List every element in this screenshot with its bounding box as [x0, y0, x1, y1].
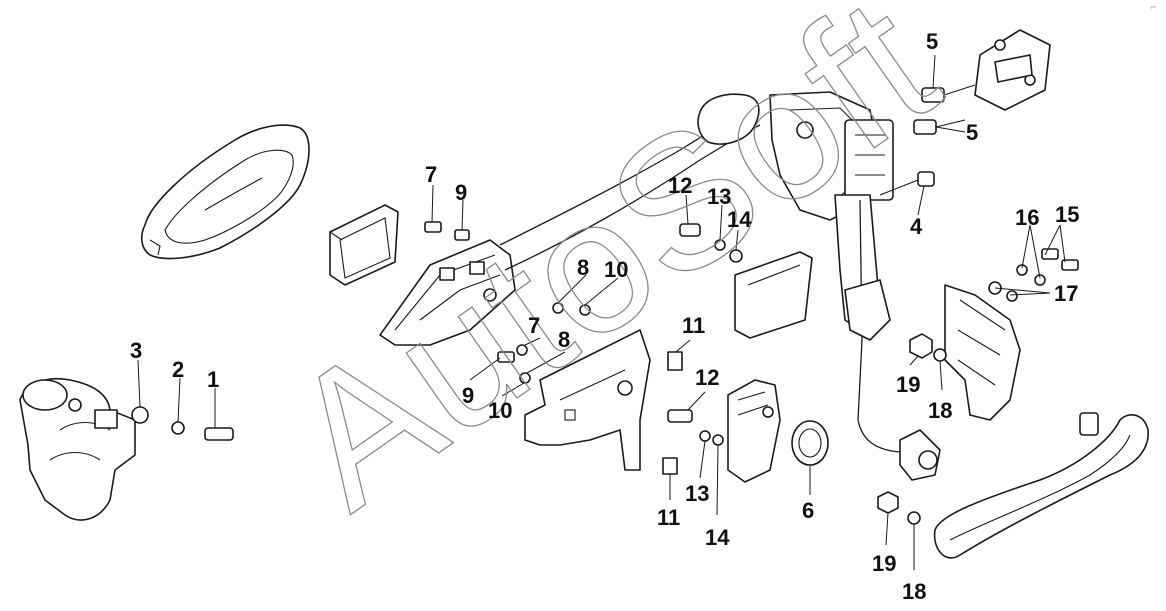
callout-6: 6 — [802, 498, 814, 523]
washer-18-upper — [933, 348, 947, 362]
callout-19-lower: 19 — [872, 551, 896, 576]
lock-actuator — [727, 379, 781, 483]
lock-cylinder — [19, 378, 136, 521]
inner-handle-bezel — [140, 124, 310, 260]
callout-16: 16 — [1015, 205, 1039, 230]
striker-plate — [974, 29, 1051, 111]
callout-10-lower: 10 — [488, 398, 512, 423]
callout-11-upper: 11 — [682, 313, 705, 338]
washer-8-10-lower — [516, 344, 531, 384]
callout-7-lower: 7 — [528, 313, 540, 338]
callout-18-upper: 18 — [928, 398, 952, 423]
callout-18-lower: 18 — [902, 579, 926, 604]
clip-11-lower — [662, 457, 678, 475]
nut-19-lower — [877, 491, 899, 514]
screw-7-upper — [424, 221, 442, 233]
grommet — [791, 420, 829, 466]
callout-9-upper: 9 — [455, 180, 467, 205]
callout-9-lower: 9 — [462, 383, 474, 408]
screw-15-16 — [1016, 248, 1079, 286]
callout-7-upper: 7 — [425, 162, 437, 187]
callout-5-upper: 5 — [926, 29, 938, 54]
screw-12-lower — [667, 409, 724, 446]
outside-handle-bracket — [844, 279, 941, 481]
callout-5-lower: 5 — [966, 120, 978, 145]
pin-1 — [204, 427, 234, 441]
inner-handle-mechanism — [379, 239, 516, 346]
inner-handle-insert — [329, 204, 399, 286]
callout-13-upper: 13 — [707, 184, 731, 209]
bolt-5-upper — [921, 84, 976, 103]
callout-4: 4 — [910, 214, 923, 239]
clip-11-upper — [667, 351, 683, 371]
callout-2: 2 — [172, 357, 184, 382]
callout-17: 17 — [1054, 281, 1078, 306]
callout-14-lower: 14 — [705, 525, 730, 550]
callout-1: 1 — [207, 367, 219, 392]
nut-19-upper — [909, 333, 933, 359]
outside-handle — [933, 412, 1149, 559]
callout-8-lower: 8 — [558, 327, 570, 352]
callout-3: 3 — [130, 338, 142, 363]
callout-13-lower: 13 — [685, 481, 709, 506]
mounting-bracket — [524, 329, 651, 471]
callout-12-lower: 12 — [695, 365, 719, 390]
callout-14-upper: 14 — [727, 207, 752, 232]
leader-lines — [137, 54, 1066, 570]
washer-18-lower — [907, 511, 921, 525]
washer-17 — [988, 281, 1018, 302]
corner-mark: ⌐ — [1150, 3, 1157, 12]
washer-3 — [131, 406, 149, 424]
bolt-4 — [879, 171, 935, 196]
callout-10-upper: 10 — [604, 257, 628, 282]
callout-15: 15 — [1055, 202, 1079, 227]
reinforcement-bracket — [944, 284, 1021, 421]
callout-19-upper: 19 — [896, 372, 920, 397]
washer-2 — [171, 421, 185, 435]
callout-8-upper: 8 — [577, 255, 589, 280]
latch-cover — [734, 251, 813, 339]
callout-12-upper: 12 — [668, 173, 692, 198]
callout-11-lower: 11 — [657, 505, 680, 530]
screw-9-lower — [497, 351, 515, 363]
